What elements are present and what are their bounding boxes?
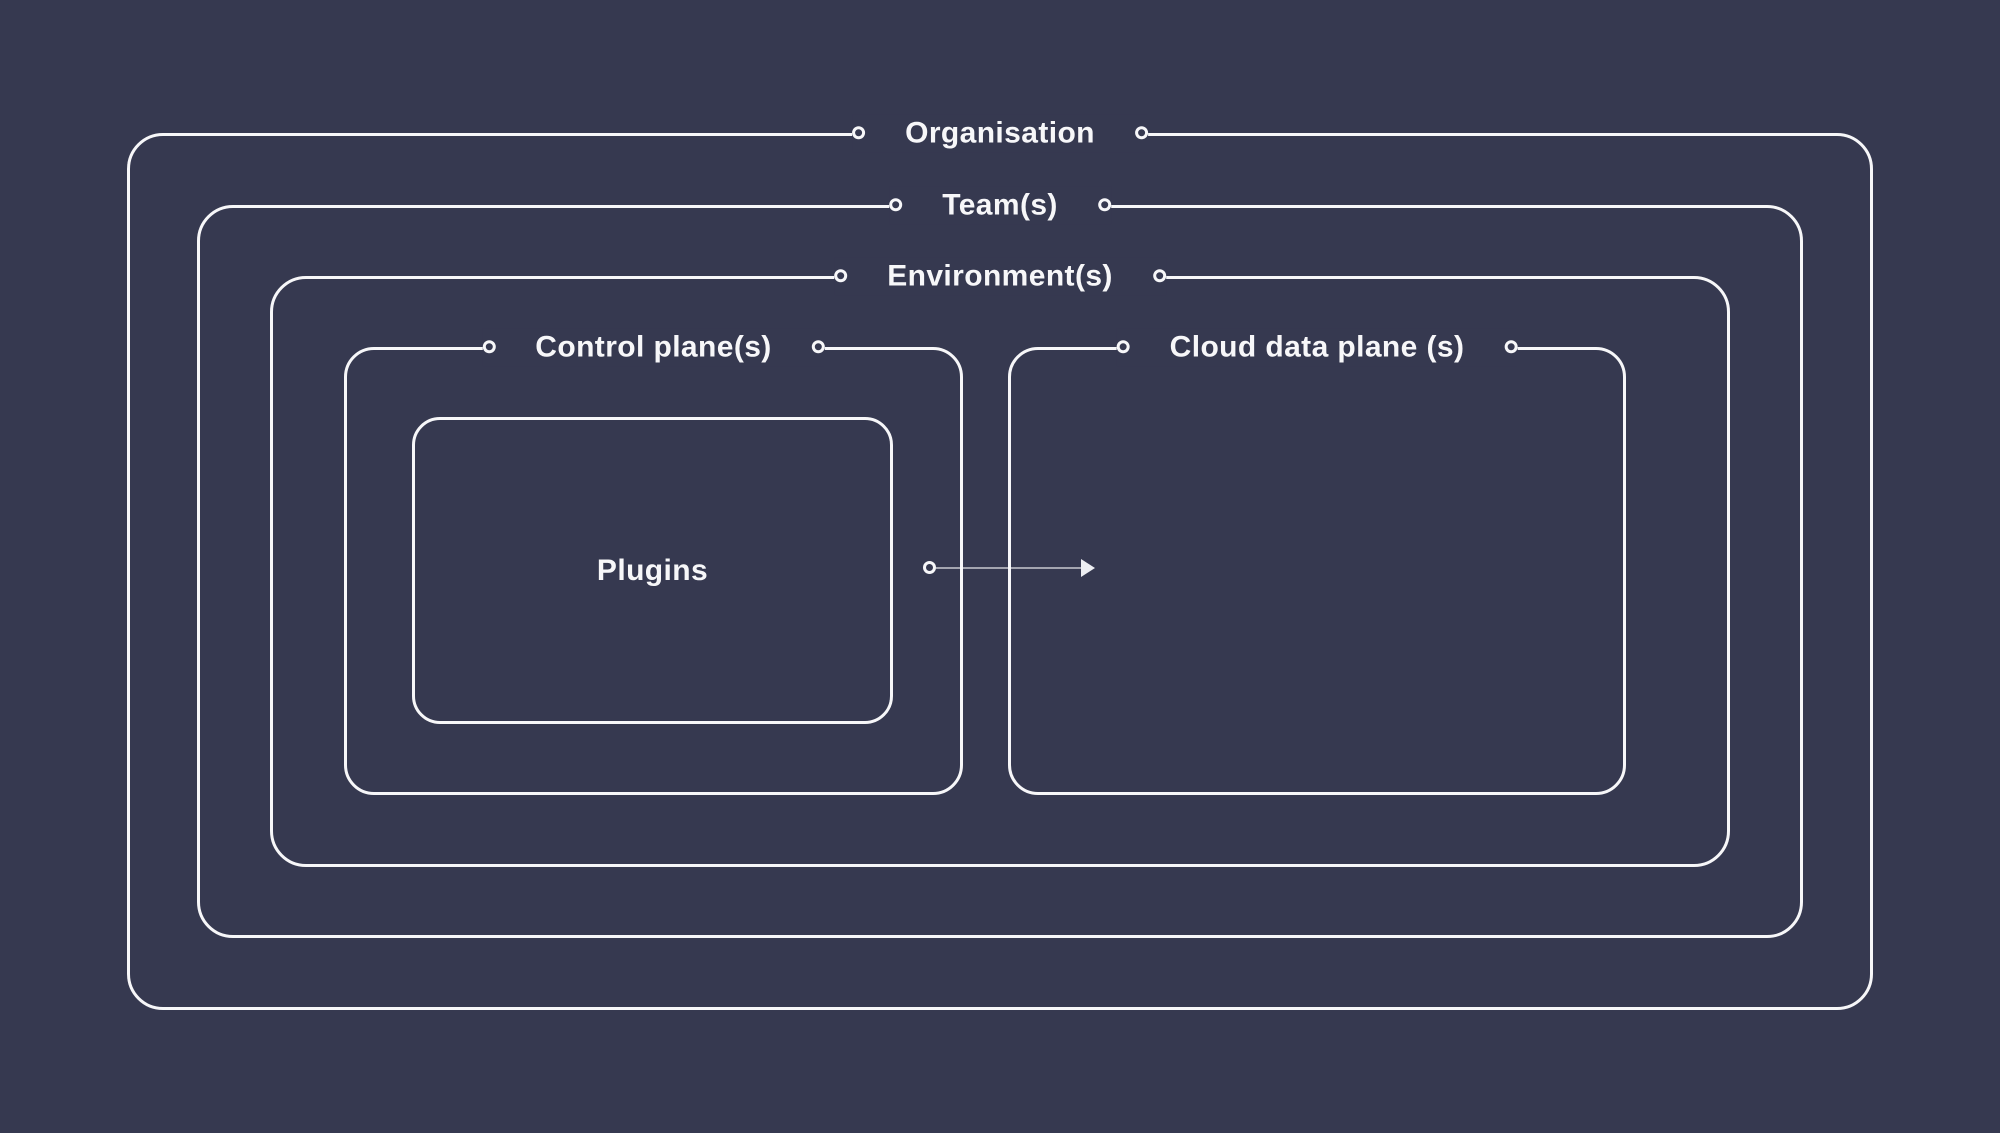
organisation-label-group: Organisation [852,114,1148,152]
cloud-data-plane-label: Cloud data plane (s) [1169,330,1465,364]
cloud-data-plane-label-group: Cloud data plane (s) [1116,328,1518,366]
line-end-dot-icon [889,198,903,212]
plugins-box: Plugins [412,417,893,724]
control-plane-label: Control plane(s) [535,330,772,364]
line-end-dot-icon [852,126,866,140]
plugins-label: Plugins [596,553,709,587]
line-end-dot-icon [1134,126,1148,140]
control-plane-box: Control plane(s) [344,328,963,795]
arrow-shaft [936,567,1082,569]
team-label: Team(s) [942,188,1058,222]
control-plane-label-group: Control plane(s) [482,328,825,366]
team-label-group: Team(s) [889,186,1111,224]
environment-box: Environment(s) [270,257,1730,867]
line-end-dot-icon [1116,340,1130,354]
arrow-start-dot-icon [923,561,936,574]
environment-label-group: Environment(s) [834,257,1166,295]
line-end-dot-icon [1504,340,1518,354]
arrowhead-icon [1081,559,1095,577]
line-end-dot-icon [811,340,825,354]
organisation-label: Organisation [905,116,1095,150]
line-end-dot-icon [834,269,848,283]
cloud-data-plane-box: Cloud data plane (s) [1008,328,1626,795]
organisation-box: Organisation [127,114,1873,1010]
line-end-dot-icon [482,340,496,354]
environment-label: Environment(s) [887,259,1113,293]
line-end-dot-icon [1097,198,1111,212]
team-box: Team(s) [197,186,1803,938]
line-end-dot-icon [1152,269,1166,283]
